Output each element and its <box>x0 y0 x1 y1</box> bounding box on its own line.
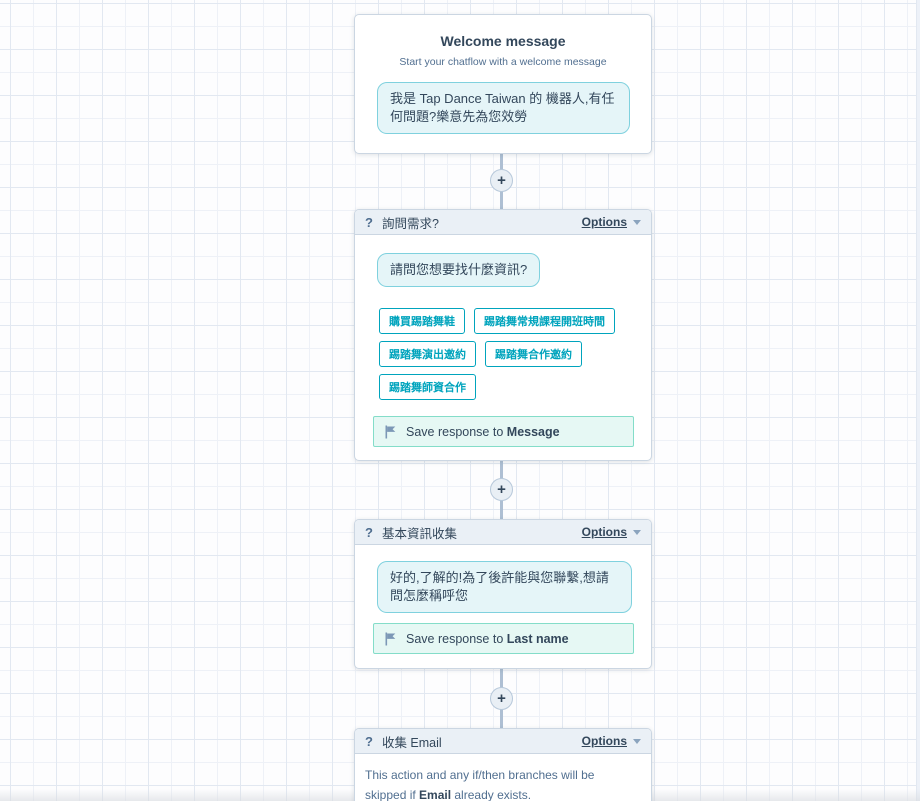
email-field-name: Email <box>419 788 452 801</box>
welcome-subtitle: Start your chatflow with a welcome messa… <box>399 56 607 68</box>
node-header: ? 詢問需求? Options <box>355 210 651 235</box>
save-response-text: Save response to Last name <box>406 631 569 646</box>
options-label: Options <box>581 215 627 229</box>
save-response-bar: Save response to Message <box>373 416 634 447</box>
plus-icon: + <box>497 690 506 707</box>
node-basic-info[interactable]: ? 基本資訊收集 Options 好的,了解的!為了後許能與您聯繫,想請問怎麼稱… <box>354 519 652 669</box>
node-header: ? 收集 Email Options <box>355 729 651 754</box>
options-dropdown[interactable]: Options <box>582 734 641 748</box>
plus-icon: + <box>497 481 506 498</box>
node-collect-email[interactable]: ? 收集 Email Options This action and any i… <box>354 728 652 801</box>
quick-replies: 購買踢踏舞鞋 踢踏舞常規課程開班時間 踢踏舞演出邀約 踢踏舞合作邀約 踢踏舞師資… <box>379 308 633 400</box>
node-title: 詢問需求? <box>381 216 439 231</box>
options-label: Options <box>581 734 627 748</box>
question-icon: ? <box>365 214 373 230</box>
flag-icon <box>384 632 397 646</box>
options-dropdown[interactable]: Options <box>582 525 641 539</box>
welcome-message-bubble: 我是 Tap Dance Taiwan 的 機器人,有任何問題?樂意先為您效勞 <box>377 82 630 134</box>
basic-message-bubble: 好的,了解的!為了後許能與您聯繫,想請問怎麼稱呼您 <box>377 561 632 613</box>
save-response-bar: Save response to Last name <box>373 623 634 654</box>
skip-condition-text: This action and any if/then branches wil… <box>365 768 595 801</box>
ask-message-bubble: 請問您想要找什麼資訊? <box>377 253 541 287</box>
node-ask-needs[interactable]: ? 詢問需求? Options 請問您想要找什麼資訊? 購買踢踏舞鞋 踢踏舞常規… <box>354 209 652 461</box>
canvas-right-edge <box>916 0 920 801</box>
save-response-text: Save response to Message <box>406 424 560 439</box>
add-action-button-3[interactable]: + <box>490 687 513 710</box>
save-field-name: Last name <box>506 631 569 646</box>
quick-reply-button[interactable]: 購買踢踏舞鞋 <box>379 308 465 334</box>
quick-reply-button[interactable]: 踢踏舞演出邀約 <box>379 341 476 367</box>
question-icon: ? <box>365 524 373 540</box>
plus-icon: + <box>497 172 506 189</box>
chevron-down-icon <box>633 529 641 535</box>
quick-reply-button[interactable]: 踢踏舞常規課程開班時間 <box>474 308 615 334</box>
save-field-name: Message <box>506 424 560 439</box>
options-dropdown[interactable]: Options <box>582 215 641 229</box>
add-action-button-2[interactable]: + <box>490 478 513 501</box>
node-header: ? 基本資訊收集 Options <box>355 520 651 545</box>
quick-reply-button[interactable]: 踢踏舞合作邀約 <box>485 341 582 367</box>
question-icon: ? <box>365 733 373 749</box>
chevron-down-icon <box>633 219 641 225</box>
flag-icon <box>384 425 397 439</box>
welcome-title: Welcome message <box>440 33 566 49</box>
quick-reply-button[interactable]: 踢踏舞師資合作 <box>379 374 476 400</box>
chevron-down-icon <box>633 738 641 744</box>
add-action-button-1[interactable]: + <box>490 169 513 192</box>
options-label: Options <box>581 525 627 539</box>
node-welcome-message[interactable]: Welcome message Start your chatflow with… <box>354 14 652 154</box>
node-title: 收集 Email <box>381 735 442 750</box>
node-title: 基本資訊收集 <box>381 526 457 541</box>
